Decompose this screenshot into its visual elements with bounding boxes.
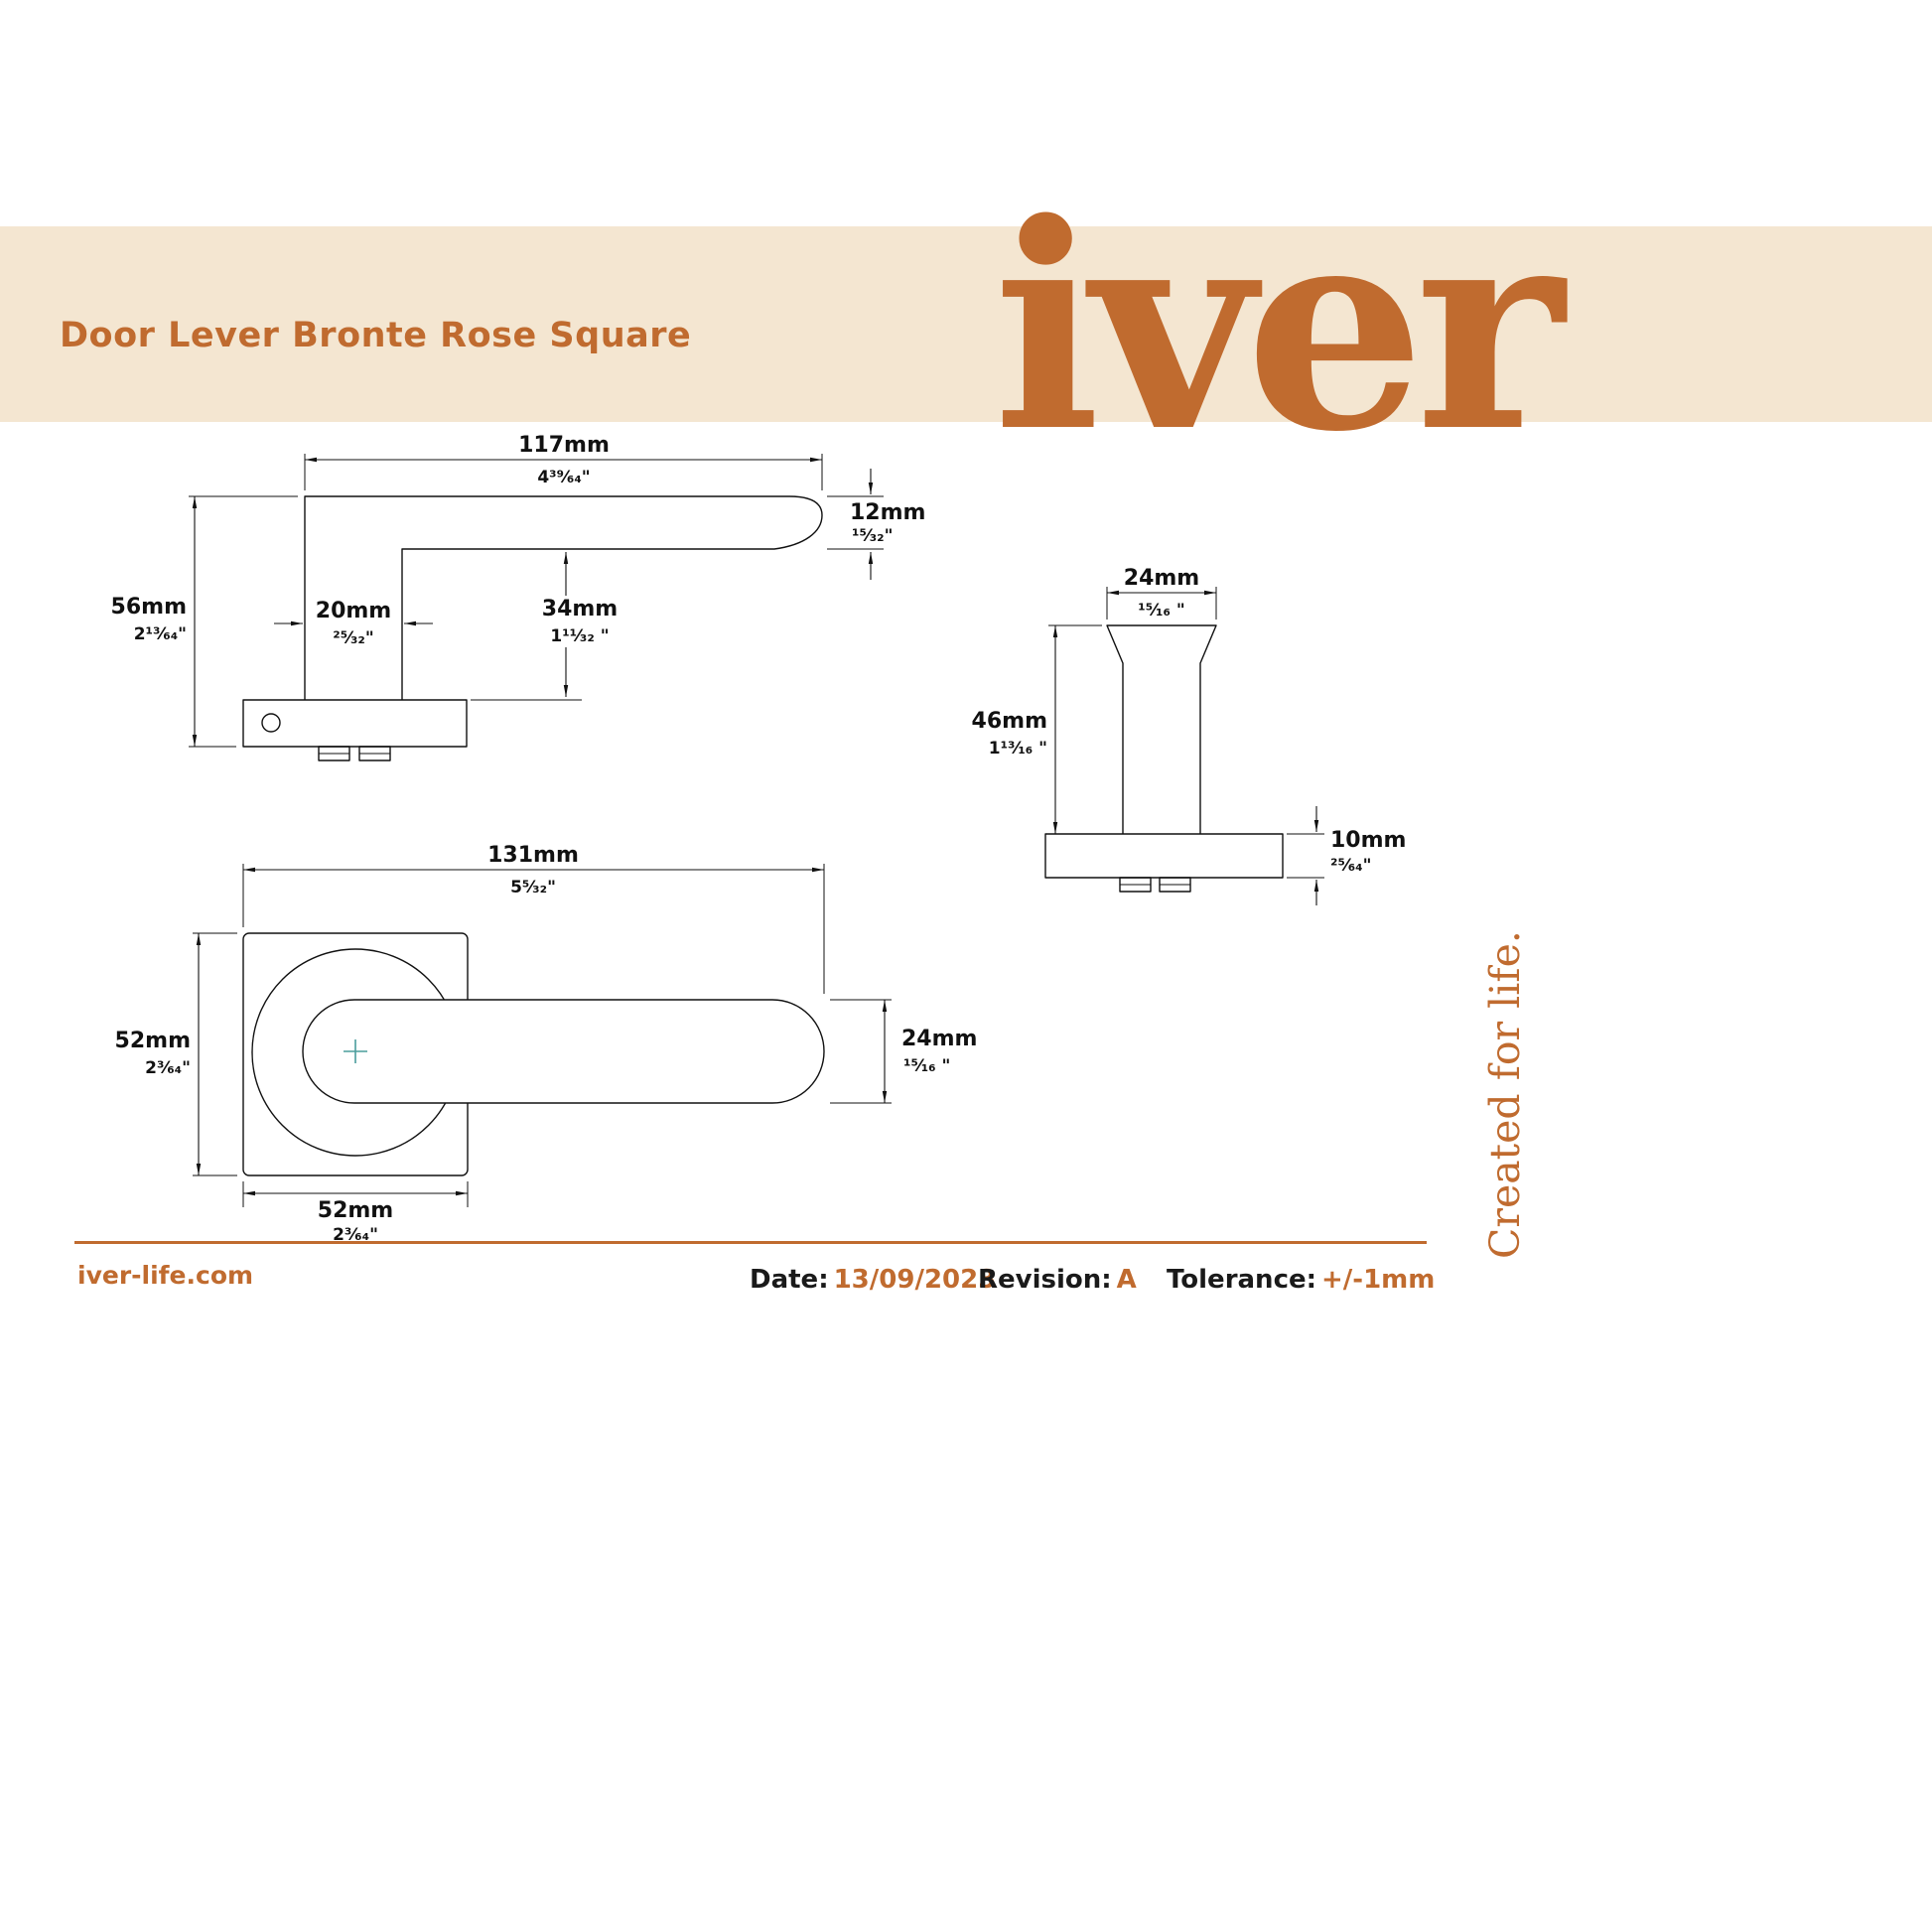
rose-plate-front [1044,833,1284,879]
center-crosshair [344,1039,367,1063]
lever-plan-outline [302,999,825,1104]
dim-label: 10mm [1330,828,1406,853]
screw-lugs-side [318,746,391,761]
dim-label: 46mm [972,709,1047,734]
footer-divider [74,1241,1427,1244]
date-field: Date:13/09/2023 [750,1265,996,1295]
lever-profile-outline [304,495,823,700]
revision-field: Revision:A [978,1265,1137,1295]
dim-label-inches: ¹⁵⁄₃₂" [852,526,893,546]
dim-label: 117mm [518,433,610,458]
dim-overall-height: 56mm 2¹³⁄₆₄" [111,495,298,748]
dim-label-inches: 5⁵⁄₃₂" [510,878,556,897]
dim-clearance: 34mm 1¹¹⁄₃₂ " [471,552,618,701]
dim-label: 20mm [316,599,391,623]
pin-hole [261,713,281,733]
dim-lever-thickness: 12mm ¹⁵⁄₃₂" [827,469,925,580]
dim-label-inches: 2³⁄₆₄" [333,1225,378,1245]
dim-lever-length: 117mm 4³⁹⁄₆₄" [304,433,823,490]
dim-label-inches: ¹⁵⁄₁₆ " [1138,601,1184,621]
revision-value: A [1116,1265,1137,1295]
dim-label: 12mm [850,500,925,525]
dim-label-inches: 4³⁹⁄₆₄" [537,468,590,487]
dim-label-inches: 2³⁄₆₄" [145,1058,191,1078]
tolerance-value: +/-1mm [1321,1265,1436,1295]
date-label: Date: [750,1265,829,1295]
dim-label-inches: ²⁵⁄₃₂" [333,628,373,648]
dim-stem-width: 20mm ²⁵⁄₃₂" [274,599,433,648]
dim-label-inches: ¹⁵⁄₁₆ " [903,1056,950,1076]
dim-label: 56mm [111,595,187,620]
dim-label: 131mm [487,843,579,868]
dim-rose-thickness: 10mm ²⁵⁄₆₄" [1287,806,1406,905]
dim-label-inches: 2¹³⁄₆₄" [134,624,187,644]
website-link[interactable]: iver-life.com [77,1261,254,1290]
dim-lever-width: 24mm ¹⁵⁄₁₆ " [830,999,977,1104]
dim-label: 24mm [901,1027,977,1051]
dim-label-inches: 1¹¹⁄₃₂ " [550,626,609,646]
dim-label: 52mm [115,1029,191,1053]
screw-lugs-front [1119,877,1191,893]
rose-plate-side [242,699,468,748]
dim-lever-depth: 24mm ¹⁵⁄₁₆ " [1106,566,1217,621]
dim-overall-length: 131mm 5⁵⁄₃₂" [242,843,825,994]
dim-label-inches: 1¹³⁄₁₆ " [989,739,1047,759]
page-title: Door Lever Bronte Rose Square [60,316,692,355]
dim-projection: 46mm 1¹³⁄₁₆ " [972,624,1102,834]
tolerance-field: Tolerance:+/-1mm [1167,1265,1435,1295]
dim-label-inches: ²⁵⁄₆₄" [1330,856,1371,876]
plan-view: 131mm 5⁵⁄₃₂" 52mm 2³⁄₆₄" 24mm ¹⁵⁄₁₆ " [115,843,978,1245]
dim-rose-width: 52mm 2³⁄₆₄" [242,1181,469,1245]
revision-label: Revision: [978,1265,1112,1295]
brand-tagline: Created for life. [1481,930,1529,1259]
front-view: 24mm ¹⁵⁄₁₆ " 46mm 1¹³⁄₁₆ " 10mm ²⁵⁄₆₄" [972,566,1406,905]
dim-label: 52mm [318,1198,393,1223]
dim-label: 24mm [1124,566,1199,591]
iver-logo: iver [993,162,1570,494]
side-view: 117mm 4³⁹⁄₆₄" 12mm ¹⁵⁄₃₂" 56mm 2¹³⁄₆₄" [111,433,925,761]
date-value: 13/09/2023 [833,1265,997,1295]
header-band [0,226,1932,422]
lever-front-outline [1106,624,1217,834]
dim-rose-height: 52mm 2³⁄₆₄" [115,932,237,1176]
tolerance-label: Tolerance: [1167,1265,1317,1295]
dim-label: 34mm [542,597,618,621]
